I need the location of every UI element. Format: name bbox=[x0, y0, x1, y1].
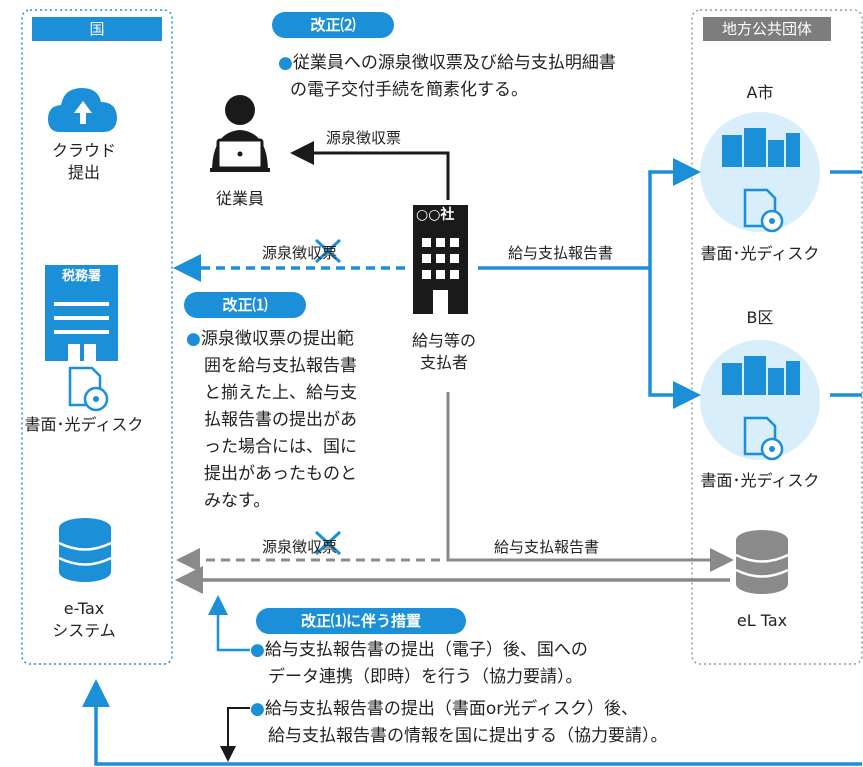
bracket-measure-2 bbox=[227, 707, 250, 755]
eltax-database-icon bbox=[735, 530, 789, 594]
chiho-header: 地方公共団体 bbox=[703, 17, 831, 41]
label-to-employee: 源泉徴収票 bbox=[326, 129, 402, 147]
arrow-to-ward-b bbox=[648, 268, 701, 409]
company-sign: ○○社 bbox=[416, 207, 455, 223]
city-a-label: A市 bbox=[746, 83, 774, 102]
company-building-icon bbox=[413, 205, 468, 314]
arrow-to-eltax bbox=[446, 392, 734, 572]
tax-office-label: 税務署 bbox=[62, 269, 102, 284]
tax-office-icon bbox=[45, 265, 118, 361]
city-a-circle bbox=[700, 112, 820, 233]
cloud-label: クラウド提出 bbox=[51, 141, 117, 182]
label-to-eltax: 給与支払報告書 bbox=[494, 538, 600, 556]
city-a-paper-label: 書面･光ディスク bbox=[700, 244, 820, 263]
measure-text-2: ●給与支払報告書の提出（書面or光ディスク）後、 給与支払報告書の情報を国に提出… bbox=[250, 699, 668, 746]
kuni-paper-label: 書面･光ディスク bbox=[24, 415, 144, 434]
employee-label: 従業員 bbox=[215, 189, 265, 208]
label-to-etax: 源泉徴収票 bbox=[262, 538, 338, 556]
label-to-tax-office: 源泉徴収票 bbox=[262, 244, 338, 262]
arrow-to-employee bbox=[290, 141, 450, 200]
reform2-title: 改正⑵ bbox=[272, 12, 394, 38]
reform2-text: ●従業員への源泉徴収票及び給与支払明細書 の電子交付手続を簡素化する。 bbox=[278, 53, 616, 100]
cross-mark-tax-office bbox=[314, 238, 342, 264]
kuni-header: 国 bbox=[32, 17, 162, 41]
database-icon bbox=[58, 518, 112, 582]
company-label: 給与等の支払者 bbox=[411, 331, 477, 372]
ward-b-label: B区 bbox=[746, 308, 774, 327]
label-to-city: 給与支払報告書 bbox=[508, 244, 614, 262]
ward-b-paper-label: 書面･光ディスク bbox=[700, 471, 820, 490]
arrow-bottom-return bbox=[82, 679, 862, 766]
chiho-panel bbox=[691, 9, 863, 665]
arrow-to-city-a bbox=[648, 158, 701, 268]
reform1-title: 改正⑴ bbox=[184, 292, 306, 318]
cross-mark-etax bbox=[314, 530, 342, 556]
cloud-upload-icon bbox=[48, 88, 117, 132]
kuni-panel bbox=[21, 9, 173, 665]
employee-icon bbox=[210, 95, 270, 172]
document-disk-icon bbox=[68, 366, 109, 412]
eltax-label: eL Tax bbox=[736, 611, 788, 630]
measure-text-1: ●給与支払報告書の提出（電子）後、国への データ連携（即時）を行う（協力要請）。 bbox=[250, 640, 588, 687]
ward-b-circle bbox=[700, 340, 820, 461]
bracket-measure-1 bbox=[216, 600, 250, 652]
reform1-measure-title: 改正⑴に伴う措置 bbox=[256, 608, 466, 634]
reform1-text: ●源泉徴収票の提出範 囲を給与支払報告書 と揃えた上、給与支 払報告書の提出があ… bbox=[186, 329, 357, 511]
